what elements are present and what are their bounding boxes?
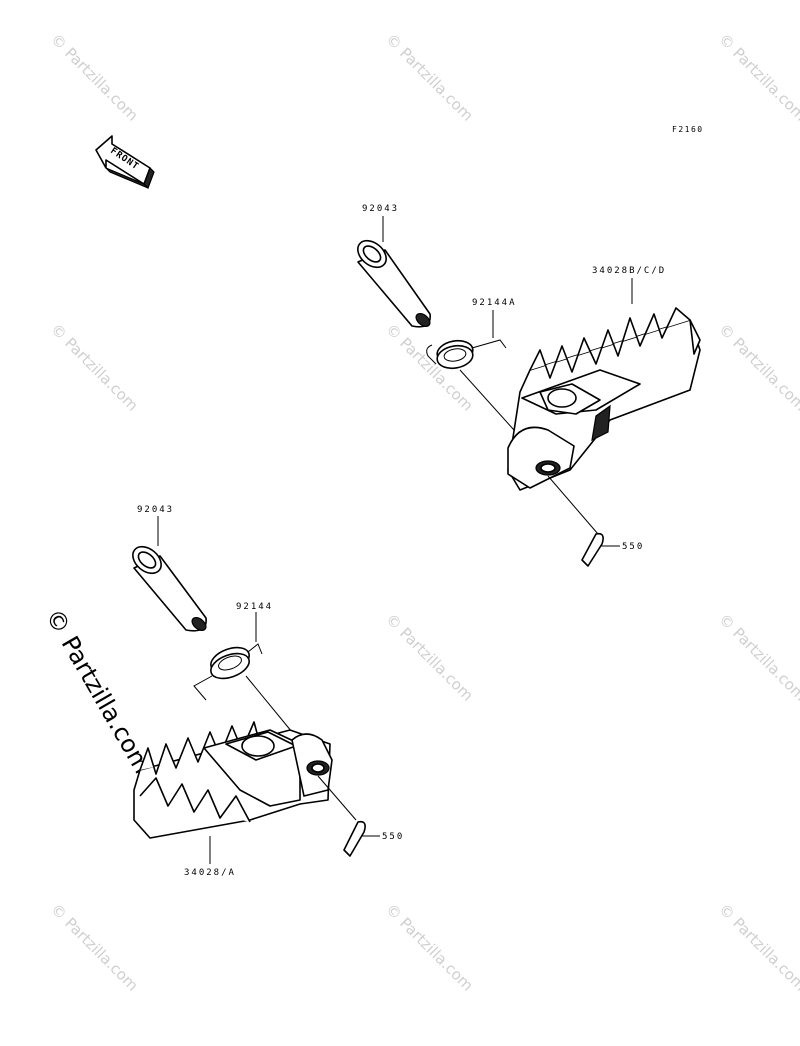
diagram-code: F2160 (672, 125, 704, 134)
watermark: © Partzilla.com (715, 900, 800, 995)
front-arrow-icon: FRONT (95, 135, 155, 190)
watermark: © Partzilla.com (47, 320, 142, 415)
watermark-side: © Partzilla.com (40, 604, 157, 778)
watermark: © Partzilla.com (47, 30, 142, 125)
pin-upper (357, 216, 431, 328)
watermark: © Partzilla.com (715, 320, 800, 415)
label-spring-upper: 92144A (472, 298, 517, 308)
watermark: © Partzilla.com (382, 900, 477, 995)
label-footpeg-lower: 34028/A (184, 868, 236, 878)
footpeg-lower (133, 721, 333, 864)
label-spring-lower: 92144 (236, 602, 273, 612)
cotter-lower (317, 775, 380, 857)
cotter-upper (547, 475, 620, 567)
watermark: © Partzilla.com (382, 320, 477, 415)
label-footpeg-upper: 34028B/C/D (592, 266, 666, 276)
label-cotter-upper: 550 (622, 542, 644, 552)
spring-lower (193, 612, 293, 733)
label-pin-lower: 92043 (137, 505, 174, 515)
footpeg-upper (507, 278, 701, 491)
watermark: © Partzilla.com (382, 610, 477, 705)
watermark: © Partzilla.com (715, 610, 800, 705)
watermark: © Partzilla.com (47, 900, 142, 995)
watermark: © Partzilla.com (715, 30, 800, 125)
spring-upper (426, 310, 515, 431)
pin-lower (132, 516, 207, 632)
label-pin-upper: 92043 (362, 204, 399, 214)
watermark: © Partzilla.com (382, 30, 477, 125)
label-cotter-lower: 550 (382, 832, 404, 842)
